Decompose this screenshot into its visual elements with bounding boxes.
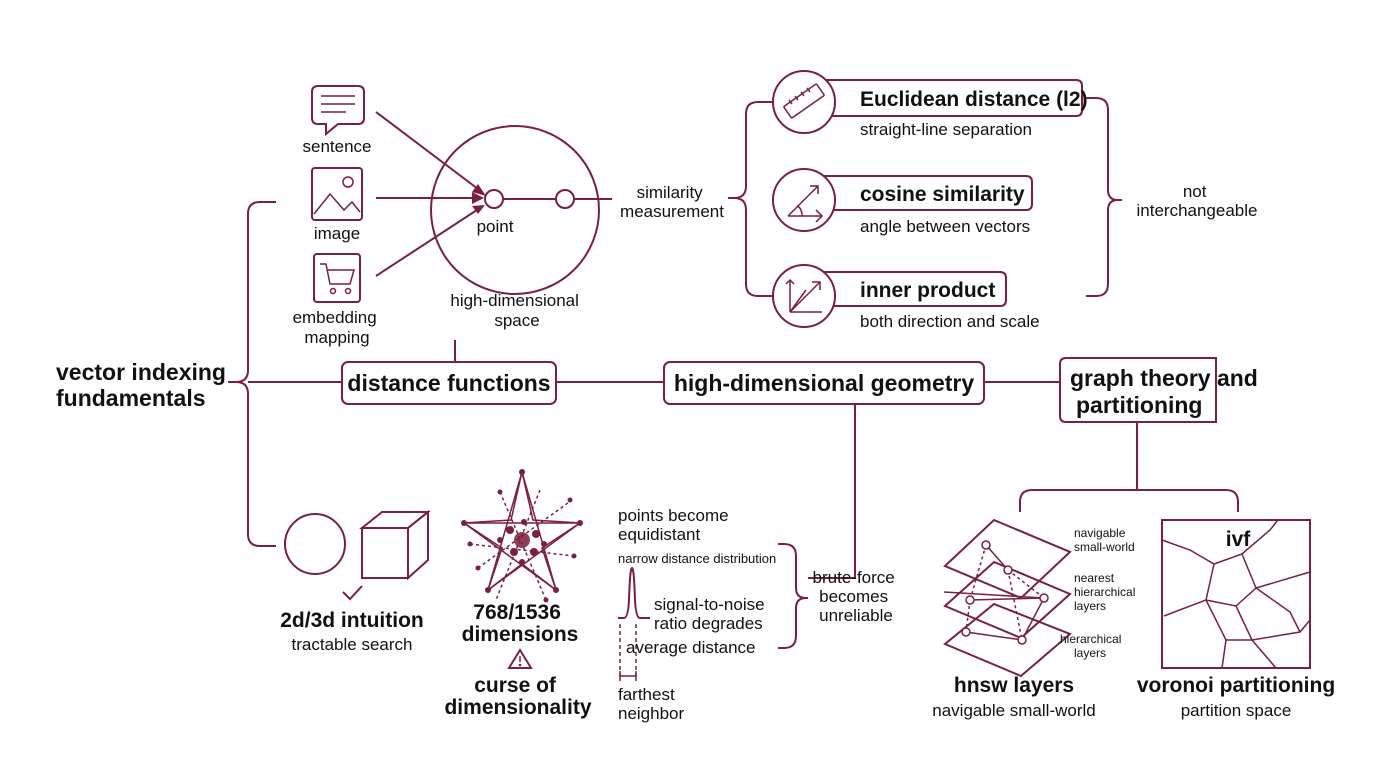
- intuition-icons: [284, 509, 431, 601]
- similarity-brace: [728, 101, 774, 297]
- hnsw-layers-diagram: [943, 518, 1072, 678]
- intuition-subtitle: tractable search: [292, 635, 413, 654]
- distance-functions-box: distance functions: [341, 361, 557, 405]
- distribution-brace: [778, 543, 808, 649]
- vector-projection-icon: [785, 278, 822, 313]
- bruteforce-label: brute-force becomes unreliable: [813, 568, 900, 625]
- interchangeable-note: not interchangeable: [1137, 182, 1258, 220]
- voronoi-subtitle: partition space: [1181, 701, 1292, 720]
- ruler-icon: [783, 83, 825, 119]
- sentence-label: sentence: [303, 137, 372, 156]
- distance-functions-label: distance functions: [347, 370, 550, 396]
- metric-inner-product: inner product both direction and scale: [772, 264, 1040, 331]
- geometry-box: high-dimensional geometry: [663, 361, 985, 405]
- root-title: vector indexing fundamentals: [56, 359, 232, 411]
- curse-title: curse of dimensionality: [444, 674, 591, 719]
- hnsw-title: hnsw layers: [954, 674, 1074, 697]
- cube-icon: [359, 509, 431, 581]
- hnsw-subtitle: navigable small-world: [932, 701, 1095, 720]
- hnsw-layer-label-bottom: hierarchical layers: [1060, 632, 1125, 660]
- metric-euclidean: Euclidean distance (l2) straight-line se…: [772, 70, 1088, 139]
- intuition-title: 2d/3d intuition: [280, 609, 423, 632]
- similarity-label: similarity measurement: [620, 183, 724, 221]
- metric-cosine: cosine similarity angle between vectors: [772, 168, 1033, 236]
- space-caption: high-dimensional space: [450, 291, 583, 330]
- hnsw-middle-layer: [943, 560, 1072, 640]
- graph-partitioning-label: graph theory and partitioning: [1070, 365, 1264, 418]
- metric-euclidean-subtitle: straight-line separation: [860, 120, 1032, 139]
- hnsw-layer-label-top: navigable small-world: [1074, 526, 1135, 554]
- image-label: image: [314, 224, 360, 243]
- voronoi-title: voronoi partitioning: [1137, 674, 1335, 697]
- hnsw-bottom-layer: [943, 602, 1072, 678]
- farthest-neighbor-label: farthest neighbor: [618, 685, 685, 723]
- cart-icon: [313, 253, 361, 303]
- ivf-label: ivf: [1226, 528, 1252, 551]
- high-dimension-star-icon: [461, 469, 583, 603]
- distribution-plot: [618, 566, 650, 681]
- input-arrows: [375, 111, 486, 277]
- angle-icon: [787, 185, 824, 223]
- dimensions-title: 768/1536 dimensions: [462, 601, 579, 646]
- snr-label: signal-to-noise ratio degrades: [654, 595, 769, 633]
- average-distance-label: average distance: [626, 638, 755, 657]
- geometry-label: high-dimensional geometry: [674, 370, 975, 396]
- root-brace: [228, 201, 342, 547]
- spine-connectors: [454, 340, 1239, 579]
- interchangeable-brace: [1086, 97, 1122, 297]
- metric-cosine-title: cosine similarity: [860, 183, 1025, 206]
- voronoi-diagram: [1161, 519, 1311, 669]
- embedding-label: embedding mapping: [293, 308, 382, 347]
- hnsw-layer-label-middle: nearest hierarchical layers: [1074, 571, 1139, 613]
- hnsw-top-layer: [943, 518, 1072, 600]
- metric-cosine-subtitle: angle between vectors: [860, 217, 1030, 236]
- check-icon: [342, 585, 363, 601]
- metric-euclidean-title: Euclidean distance (l2): [860, 88, 1088, 111]
- warning-icon: [507, 648, 533, 669]
- metric-inner-subtitle: both direction and scale: [860, 312, 1040, 331]
- point-label: point: [477, 217, 514, 236]
- graph-partitioning-box: graph theory and partitioning: [1059, 357, 1264, 423]
- sentence-icon: [311, 85, 365, 137]
- space-circle: [430, 125, 612, 295]
- narrow-distribution-label: narrow distance distribution: [618, 551, 776, 566]
- equidistant-label: points become equidistant: [618, 506, 733, 544]
- image-icon: [311, 167, 363, 221]
- metric-inner-title: inner product: [860, 279, 995, 302]
